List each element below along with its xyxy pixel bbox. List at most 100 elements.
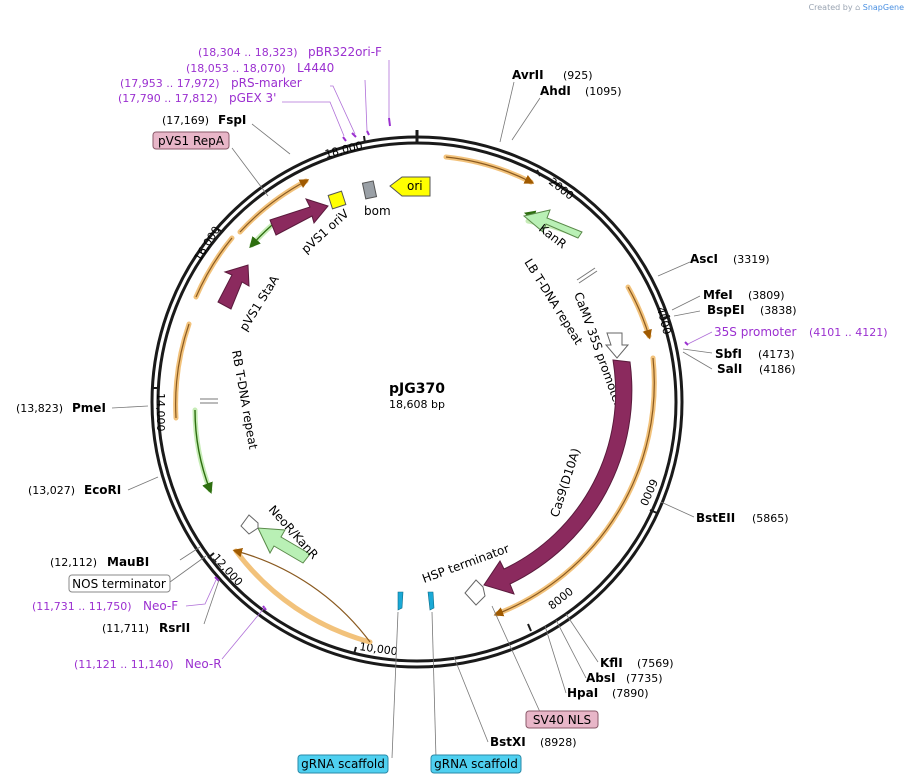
primer-35s-promoter: 35S promoter (4101 .. 4121): [714, 325, 888, 339]
bom-label: bom: [364, 204, 391, 218]
feature-scaffold-marks: [397, 591, 435, 611]
feature-rb-repeat: RB T-DNA repeat: [200, 349, 260, 451]
primer-name: L4440: [297, 61, 334, 75]
tick-14000: 14,000: [151, 387, 167, 432]
enzyme-name: AhdI: [540, 84, 571, 98]
box-label: SV40 NLS: [533, 713, 591, 727]
enzyme-bsteii: BstEII (5865): [696, 511, 789, 525]
primer-range: (18,053 .. 18,070): [186, 62, 286, 75]
feature-neor-kanr: NeoR/KanR: [240, 503, 321, 564]
enzyme-name: SalI: [717, 362, 742, 376]
box-sv40-nls: SV40 NLS: [525, 710, 599, 729]
enzyme-name: AbsI: [586, 671, 615, 685]
enzyme-pos: (3809): [748, 289, 785, 302]
primer-pgex3: (17,790 .. 17,812) pGEX 3': [118, 91, 276, 105]
primer-range: (17,953 .. 17,972): [120, 77, 220, 90]
enzyme-pos: (7890): [612, 687, 649, 700]
green-arcs: [192, 217, 580, 493]
feature-kanr-top: KanR: [522, 209, 583, 251]
primer-range: (18,304 .. 18,323): [198, 46, 298, 59]
enzyme-name: FspI: [218, 113, 246, 127]
enzyme-maubi: (12,112) MauBI: [50, 555, 149, 569]
enzyme-name: MfeI: [703, 288, 733, 302]
enzyme-pos: (13,027): [28, 484, 75, 497]
enzyme-pos: (8928): [540, 736, 577, 749]
plasmid-name: pJG370: [389, 381, 445, 397]
enzyme-pos: (4173): [758, 348, 795, 361]
feature-pvs1-repa: [269, 198, 329, 236]
box-label: NOS terminator: [72, 577, 166, 591]
enzyme-name: SbfI: [715, 347, 742, 361]
enzyme-leaders: [111, 81, 713, 743]
enzyme-name: BstXI: [490, 735, 526, 749]
plasmid-size: 18,608 bp: [389, 398, 445, 411]
enzyme-pos: (12,112): [50, 556, 97, 569]
ori-label: ori: [407, 179, 423, 193]
enzyme-pmei: (13,823) PmeI: [16, 401, 106, 415]
box-nos-terminator: NOS terminator: [68, 574, 171, 593]
enzyme-ahdi: AhdI (1095): [540, 84, 622, 98]
box-leaders: [169, 147, 541, 759]
feature-bom: bom: [361, 180, 391, 218]
tick-label: 10,000: [359, 640, 399, 658]
box-label: gRNA scaffold: [434, 757, 518, 771]
enzyme-name: RsrII: [159, 621, 190, 635]
primer-name: pBR322ori-F: [308, 45, 382, 59]
enzyme-pos: (1095): [585, 85, 622, 98]
enzyme-sbfi: SbfI (4173): [715, 347, 795, 361]
feature-ori: ori: [389, 176, 431, 197]
primer-range: (4101 .. 4121): [809, 326, 888, 339]
enzyme-pos: (11,711): [102, 622, 149, 635]
enzyme-name: BstEII: [696, 511, 735, 525]
credit-prefix: Created by: [808, 3, 853, 12]
enzyme-name: HpaI: [567, 686, 598, 700]
box-pvs1-repa: pVS1 RepA: [152, 131, 230, 150]
enzyme-name: AscI: [690, 252, 718, 266]
enzyme-kfli: KflI (7569): [600, 656, 674, 670]
enzyme-asci: AscI (3319): [690, 252, 770, 266]
enzyme-fspi: (17,169) FspI: [162, 113, 246, 127]
enzyme-pos: (3319): [733, 253, 770, 266]
enzyme-pos: (5865): [752, 512, 789, 525]
enzyme-avrii: AvrII (925): [512, 68, 593, 82]
orange-arc-lines: [175, 156, 655, 643]
tick-10000: 10,000: [353, 640, 399, 658]
enzyme-name: AvrII: [512, 68, 544, 82]
enzyme-bspei: BspEI (3838): [707, 303, 797, 317]
enzyme-name: MauBI: [107, 555, 149, 569]
enzyme-pos: (13,823): [16, 402, 63, 415]
credit-brand: SnapGene: [862, 3, 904, 12]
enzyme-name: EcoRI: [84, 483, 121, 497]
rb-label: RB T-DNA repeat: [229, 349, 260, 450]
box-label: gRNA scaffold: [301, 757, 385, 771]
tick-label: 18,000: [324, 139, 365, 161]
tick-6000: 6000: [637, 477, 660, 514]
tick-4000: 4000: [654, 306, 673, 336]
enzyme-pos: (925): [563, 69, 593, 82]
box-grna-scaffold-1: gRNA scaffold: [297, 754, 389, 774]
enzyme-pos: (4186): [759, 363, 796, 376]
primer-name: pGEX 3': [229, 91, 276, 105]
enzyme-name: PmeI: [72, 401, 106, 415]
enzyme-mfei: MfeI (3809): [703, 288, 785, 302]
enzyme-pos: (7569): [637, 657, 674, 670]
primer-leaders: [185, 60, 713, 660]
enzyme-pos: (7735): [626, 672, 663, 685]
enzyme-pos: (17,169): [162, 114, 209, 127]
box-grna-scaffold-2: gRNA scaffold: [430, 754, 522, 774]
primer-name: 35S promoter: [714, 325, 796, 339]
primer-l4440: (18,053 .. 18,070) L4440: [186, 61, 334, 75]
box-label: pVS1 RepA: [158, 134, 225, 148]
enzyme-bstxi: BstXI (8928): [490, 735, 577, 749]
enzyme-name: BspEI: [707, 303, 745, 317]
enzyme-ecori: (13,027) EcoRI: [28, 483, 121, 497]
enzyme-pos: (3838): [760, 304, 797, 317]
enzyme-name: KflI: [600, 656, 623, 670]
tick-label: 4000: [654, 306, 673, 336]
primer-neo-r: (11,121 .. 11,140) Neo-R: [74, 657, 222, 671]
enzyme-rsrii: (11,711) RsrII: [102, 621, 190, 635]
primer-range: (11,121 .. 11,140): [74, 658, 174, 671]
feature-pvs1-staa: pVS1 StaA: [217, 264, 282, 334]
enzyme-sali: SalI (4186): [717, 362, 796, 376]
